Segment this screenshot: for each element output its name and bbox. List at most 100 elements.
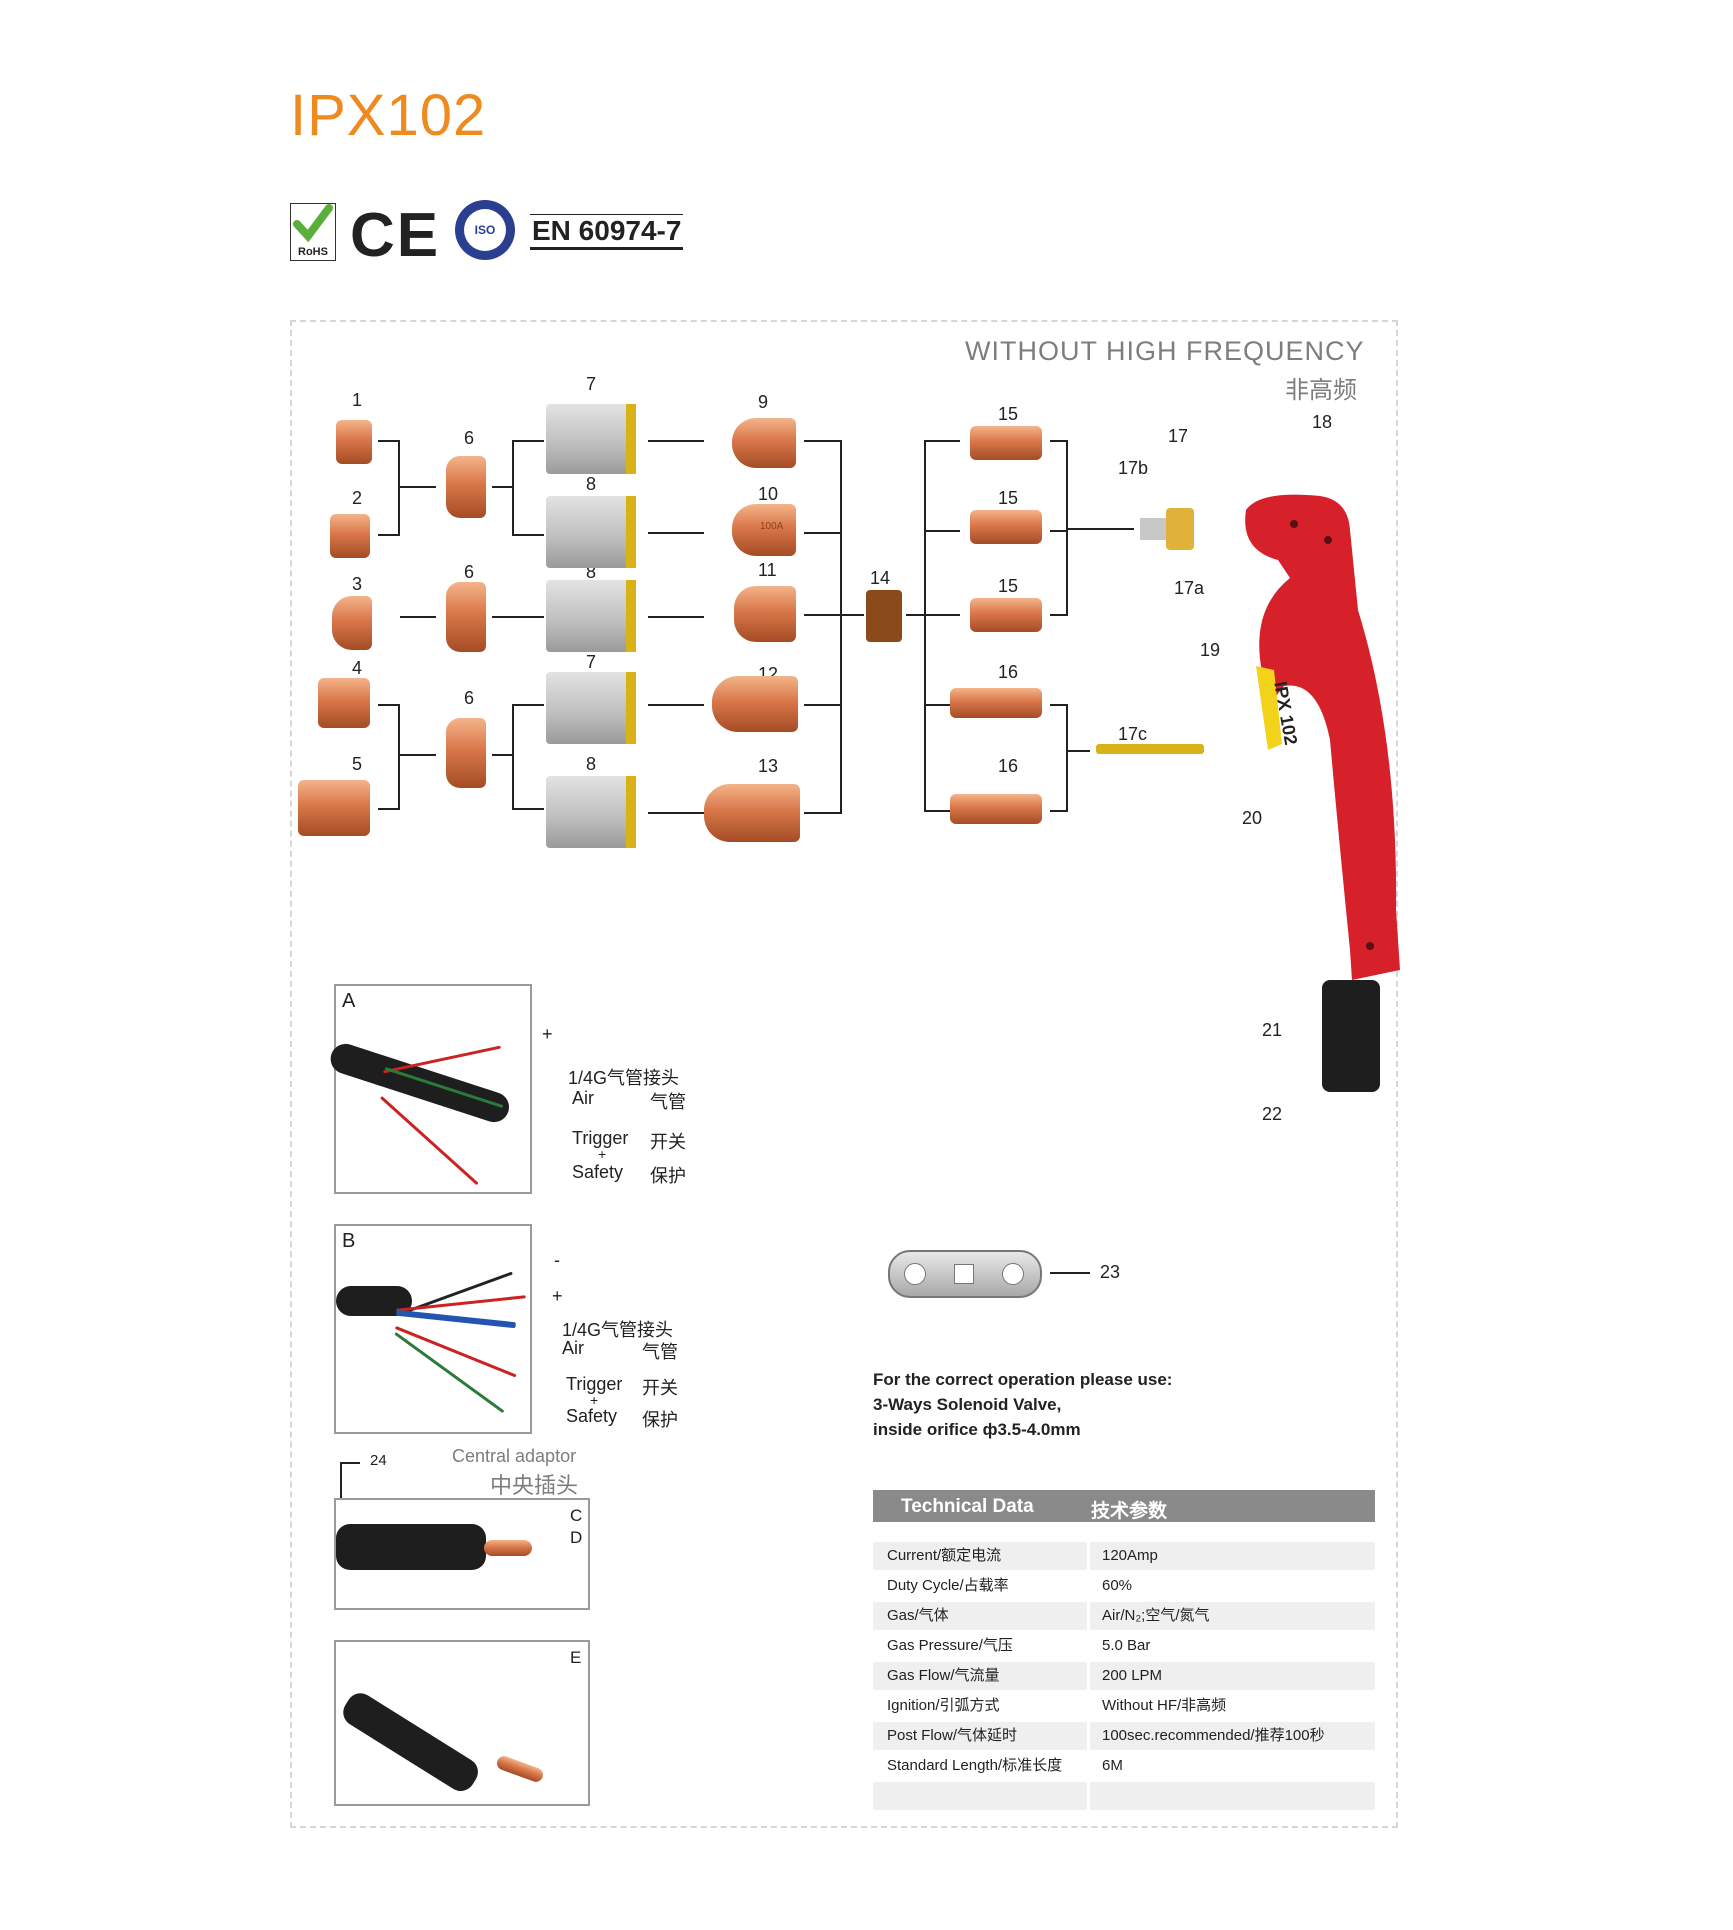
trigger-label-en: Trigger: [566, 1374, 623, 1394]
connector-panel-b: B: [334, 1224, 532, 1434]
row-value: 6M: [1102, 1757, 1123, 1774]
operation-note: For the correct operation please use: 3-…: [873, 1367, 1172, 1442]
part-number: 17: [1168, 426, 1189, 446]
part-number: 7: [586, 374, 597, 394]
adaptor-label-cn: 中央插头: [490, 1473, 579, 1498]
swirl-ring-body: [546, 672, 636, 744]
row-value: 100sec.recommended/推荐100秒: [1090, 1722, 1375, 1750]
swirl-ring: [866, 590, 902, 642]
part-number: 3: [352, 574, 363, 594]
electrode: [970, 598, 1042, 632]
part-number: 22: [1262, 1104, 1283, 1124]
swirl-ring-body: [546, 496, 636, 568]
row-value: 200 LPM: [1090, 1662, 1375, 1690]
part-number: 8: [586, 754, 597, 774]
retaining-cap: [446, 718, 486, 788]
panel-letter: D: [570, 1528, 583, 1547]
part-number: 16: [998, 662, 1019, 682]
air-fitting-label: 1/4G气管接头: [562, 1320, 674, 1340]
swirl-ring-body: [546, 404, 636, 474]
adaptor-pin: [495, 1754, 545, 1784]
part-number: 9: [758, 392, 769, 412]
row-label: [873, 1782, 1087, 1810]
connector-panel-e: E: [334, 1640, 590, 1806]
row-value: Without HF/非高频: [1102, 1697, 1227, 1714]
part-number: 7: [586, 652, 597, 672]
shield-cap: [332, 596, 372, 650]
part-number: 4: [352, 658, 363, 678]
part-number: 1: [352, 390, 363, 410]
torch-handle-shape: [1245, 494, 1400, 980]
part-number: 6: [464, 688, 475, 708]
row-value: 60%: [1102, 1577, 1133, 1594]
checkmark-icon: [291, 204, 335, 244]
row-value: 120Amp: [1090, 1542, 1375, 1570]
row-label: Gas Pressure/气压: [887, 1637, 1013, 1654]
part-number: 24: [370, 1452, 387, 1469]
safety-label-cn: 保护: [650, 1166, 686, 1186]
electrode: [970, 426, 1042, 460]
row-label: Current/额定电流: [873, 1542, 1087, 1570]
part-number: 11: [758, 560, 777, 580]
section-heading-en: WITHOUT HIGH FREQUENCY: [965, 336, 1365, 366]
air-label-cn: 气管: [650, 1092, 686, 1112]
plus-label: +: [598, 1146, 607, 1162]
part-number: 18: [1312, 412, 1333, 432]
standard-badge: EN 60974-7: [530, 214, 684, 250]
rohs-logo: RoHS: [290, 203, 336, 261]
safety-label-en: Safety: [572, 1162, 624, 1182]
trigger-label-cn: 开关: [650, 1132, 686, 1152]
electrode-tool: [1096, 744, 1204, 754]
shield-cap: [336, 420, 372, 464]
note-line: inside orifice ф3.5-4.0mm: [873, 1420, 1081, 1439]
tech-data-title-cn: 技术参数: [1091, 1501, 1168, 1522]
connector-panel-a: A: [326, 984, 532, 1194]
swirl-ring-body: [546, 580, 636, 652]
part-number: 8: [586, 562, 597, 582]
connector-plug: [337, 1688, 484, 1797]
part-number: 20: [1242, 808, 1263, 828]
part-number: 23: [1100, 1262, 1121, 1282]
ce-mark: CE: [350, 201, 441, 270]
tech-data-header: Technical Data 技术参数: [873, 1490, 1375, 1522]
part-number: 8: [586, 474, 597, 494]
trigger: [1256, 666, 1282, 750]
spanner-wrench: [888, 1250, 1042, 1298]
part-number: 13: [758, 756, 779, 776]
polarity-label: -: [554, 1250, 560, 1270]
head-adapter: [1166, 508, 1194, 550]
panel-letter: C: [570, 1506, 583, 1525]
iso-label: ISO: [474, 223, 496, 237]
iso-seal: ISO: [455, 200, 515, 260]
air-label-en: Air: [562, 1338, 584, 1358]
rohs-label: RoHS: [298, 246, 328, 258]
central-adaptor: [336, 1524, 486, 1570]
part-number: 6: [464, 562, 475, 582]
part-number: 17c: [1118, 724, 1148, 744]
polarity-label: +: [542, 1024, 553, 1044]
part-number: 5: [352, 754, 363, 774]
panel-letter: A: [342, 990, 356, 1012]
torch-cable: [1322, 980, 1380, 1092]
section-heading-cn: 非高频: [1285, 377, 1357, 404]
retaining-cap: [446, 456, 486, 518]
part-number: 15: [998, 576, 1019, 596]
plus-label: +: [590, 1392, 599, 1408]
tech-data-title-en: Technical Data: [901, 1496, 1034, 1517]
note-line: For the correct operation please use:: [873, 1370, 1173, 1389]
swirl-ring-body: [546, 776, 636, 848]
note-line: 3-Ways Solenoid Valve,: [873, 1395, 1062, 1414]
page-title: IPX102: [290, 83, 487, 148]
head-insulator: [1140, 518, 1168, 540]
part-number: 14: [870, 568, 891, 588]
diagram-frame: [290, 320, 1398, 1828]
cable-bundle: [326, 1040, 513, 1127]
air-label-en: Air: [572, 1088, 594, 1108]
